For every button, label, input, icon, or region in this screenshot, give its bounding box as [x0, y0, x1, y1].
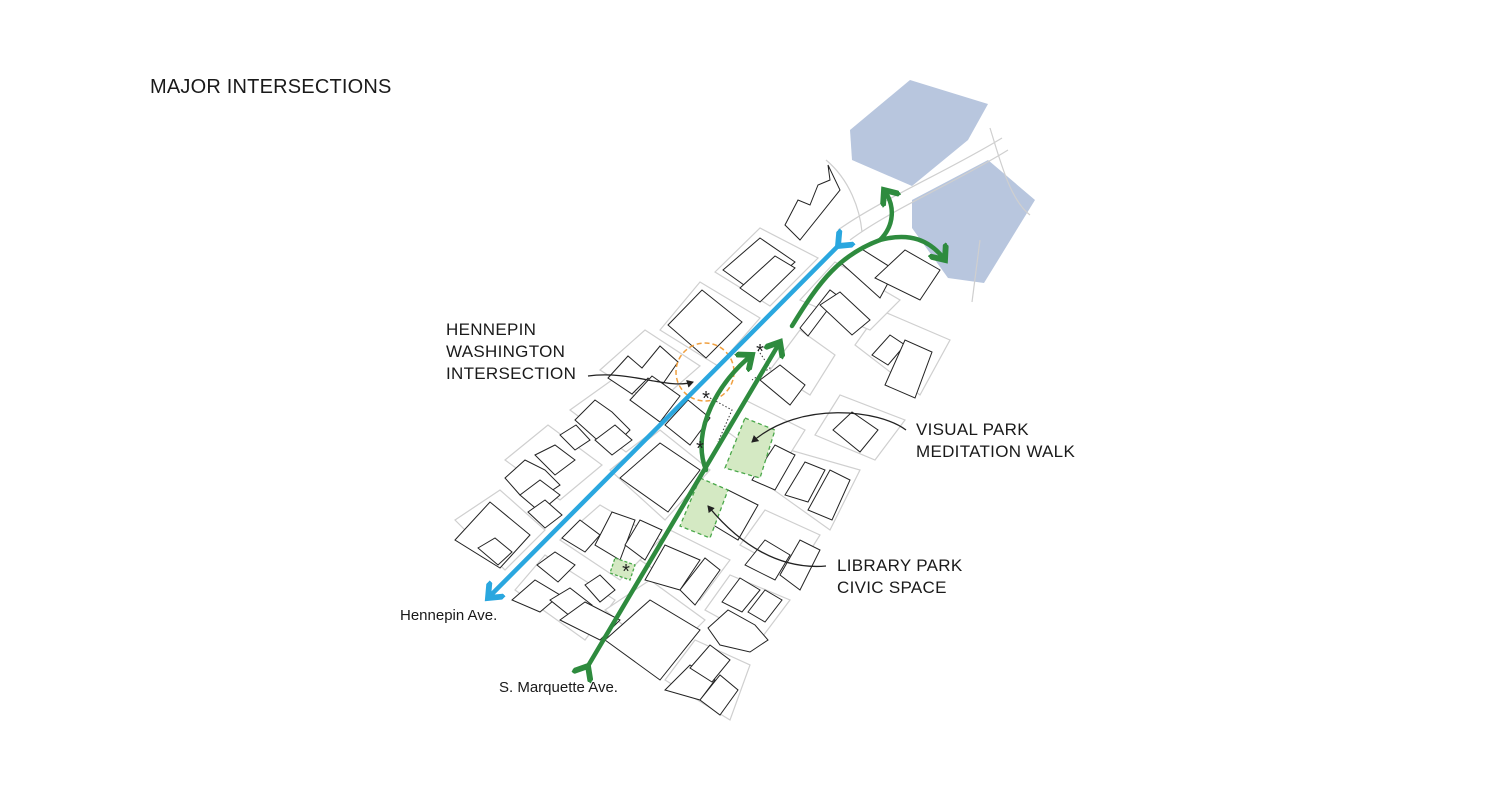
callout-leaders: [587, 374, 907, 568]
callout-line: WASHINGTON: [446, 342, 566, 361]
asterisk-marker: *: [756, 341, 764, 363]
callout-line: LIBRARY PARK: [837, 556, 963, 575]
visual-park-callout: VISUAL PARK MEDITATION WALK: [916, 419, 1075, 463]
hennepin-ave-label: Hennepin Ave.: [400, 607, 498, 624]
hennepin-washington-callout: HENNEPIN WASHINGTON INTERSECTION: [446, 319, 576, 385]
river-roads: [825, 127, 1031, 303]
callout-line: VISUAL PARK: [916, 420, 1029, 439]
callout-line: CIVIC SPACE: [837, 578, 947, 597]
marquette-ave-label: S. Marquette Ave.: [499, 679, 618, 696]
callout-line: HENNEPIN: [446, 320, 537, 339]
library-park-leader: [707, 505, 827, 568]
library-park-callout: LIBRARY PARK CIVIC SPACE: [837, 555, 963, 599]
visual-park-leader: [751, 412, 907, 443]
callout-line: MEDITATION WALK: [916, 442, 1076, 461]
callout-line: INTERSECTION: [446, 364, 577, 383]
asterisk-marker: *: [696, 438, 704, 460]
page-title: MAJOR INTERSECTIONS: [150, 76, 392, 98]
asterisk-markers: * * * *: [622, 341, 764, 583]
hennepin-washington-leader: [587, 374, 694, 388]
marquette-route: [588, 190, 945, 666]
asterisk-marker: *: [622, 561, 630, 583]
asterisk-marker: *: [702, 388, 710, 410]
